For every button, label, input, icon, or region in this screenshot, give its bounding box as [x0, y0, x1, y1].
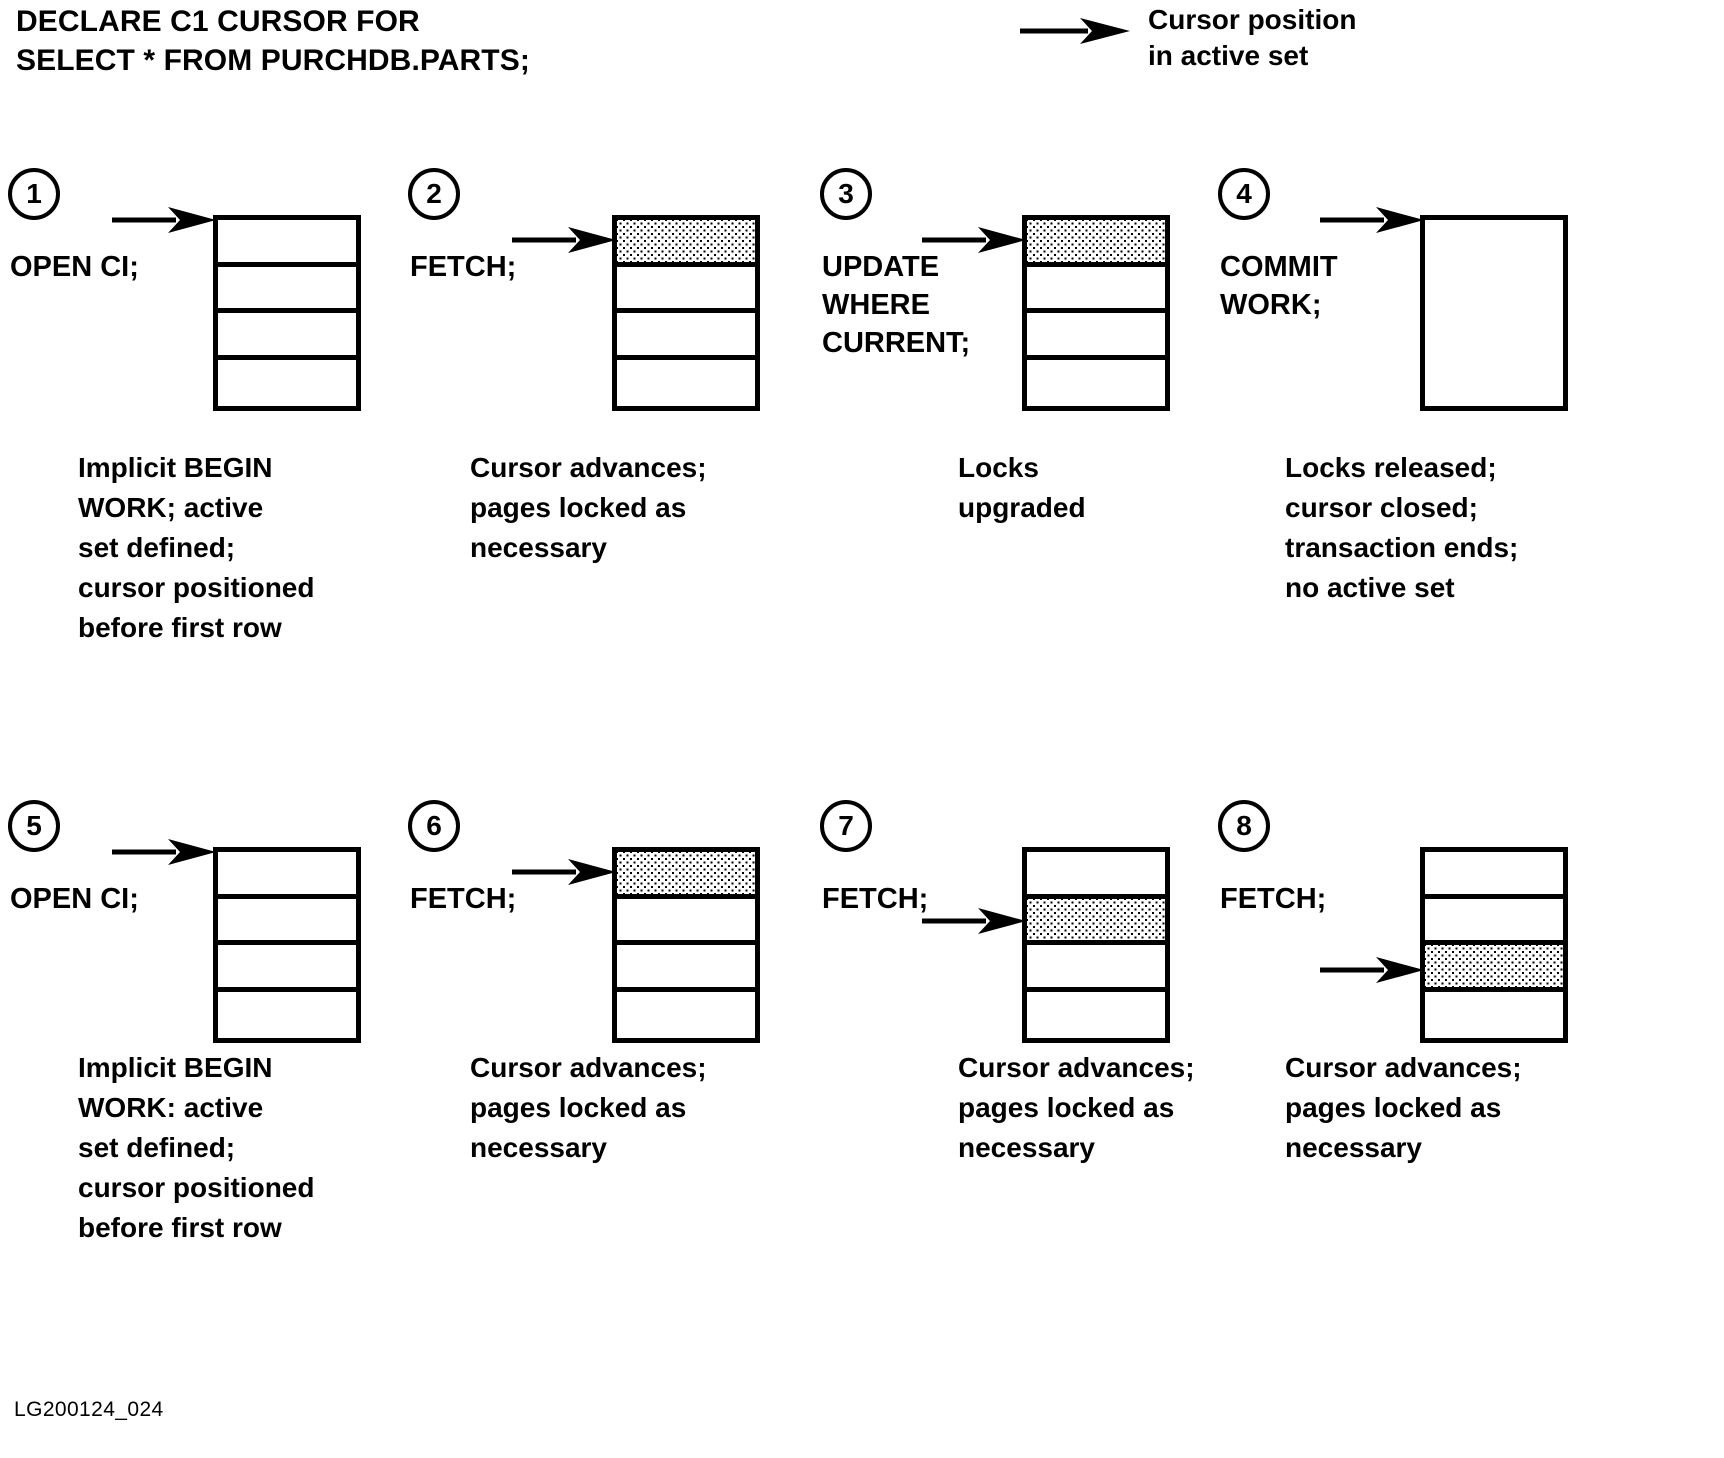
- step-number-badge-4: 4: [1218, 168, 1270, 220]
- step-caption-7: Cursor advances; pages locked as necessa…: [958, 1052, 1195, 1163]
- active-set-table-step-4: [1420, 215, 1568, 411]
- step-number-badge-1: 1: [8, 168, 60, 220]
- table-row: [218, 313, 356, 360]
- active-set-table-step-1: [213, 215, 361, 411]
- table-row: [617, 267, 755, 313]
- table-row: [218, 945, 356, 992]
- active-set-table-step-6: [612, 847, 760, 1043]
- legend: Cursor position in active set: [1020, 2, 1580, 92]
- table-row: [617, 313, 755, 360]
- step-caption-1: Implicit BEGIN WORK; active set defined;…: [78, 452, 315, 643]
- active-set-table-step-7: [1022, 847, 1170, 1043]
- table-row: [218, 992, 356, 1039]
- table-row: [1027, 852, 1165, 899]
- table-row: [218, 899, 356, 945]
- right-arrow-icon: [1020, 18, 1130, 44]
- step-number-badge-7: 7: [820, 800, 872, 852]
- step-caption-2: Cursor advances; pages locked as necessa…: [470, 452, 707, 563]
- cursor-arrow-step-4: [1320, 207, 1424, 233]
- table-row: [617, 992, 755, 1039]
- table-row: [1425, 313, 1563, 360]
- step-command-2: FETCH;: [410, 251, 517, 283]
- table-row: [617, 945, 755, 992]
- table-row: [218, 220, 356, 267]
- step-number-badge-2: 2: [408, 168, 460, 220]
- step-caption-3: Locks upgraded: [958, 452, 1086, 523]
- table-row: [218, 267, 356, 313]
- cursor-arrow-step-6: [512, 858, 616, 885]
- table-row: [1425, 852, 1563, 899]
- step-number-badge-3: 3: [820, 168, 872, 220]
- table-row: [1425, 899, 1563, 945]
- table-row: [1027, 945, 1165, 992]
- step-command-3: UPDATE WHERE CURRENT;: [822, 251, 971, 359]
- table-row-current: [1425, 945, 1563, 992]
- table-row: [1425, 220, 1563, 267]
- sql-declaration-text: DECLARE C1 CURSOR FOR SELECT * FROM PURC…: [16, 5, 530, 77]
- step-command-1: OPEN CI;: [10, 251, 139, 283]
- step-command-8: FETCH;: [1220, 883, 1327, 915]
- step-number-badge-6: 6: [408, 800, 460, 852]
- table-row: [1027, 360, 1165, 407]
- table-row: [1425, 360, 1563, 407]
- active-set-table-step-5: [213, 847, 361, 1043]
- step-command-7: FETCH;: [822, 883, 929, 915]
- step-caption-5: Implicit BEGIN WORK: active set defined;…: [78, 1052, 315, 1243]
- step-caption-8: Cursor advances; pages locked as necessa…: [1285, 1052, 1522, 1163]
- cursor-arrow-step-3: [922, 226, 1026, 253]
- figure-id-label: LG200124_024: [14, 1398, 164, 1421]
- table-row-current: [617, 220, 755, 267]
- table-row: [218, 852, 356, 899]
- step-command-4: COMMIT WORK;: [1220, 251, 1338, 321]
- table-row-current: [1027, 898, 1165, 945]
- step-number-badge-5: 5: [8, 800, 60, 852]
- step-caption-6: Cursor advances; pages locked as necessa…: [470, 1052, 707, 1163]
- table-row-current: [1027, 220, 1165, 267]
- table-row-current: [617, 852, 755, 899]
- table-row: [1027, 267, 1165, 313]
- table-row: [1425, 267, 1563, 314]
- cursor-arrow-step-7: [922, 907, 1026, 934]
- cursor-arrow-step-1: [112, 207, 216, 233]
- cursor-arrow-step-2: [512, 226, 616, 253]
- table-row: [218, 360, 356, 407]
- step-command-6: FETCH;: [410, 883, 517, 915]
- active-set-table-step-8: [1420, 847, 1568, 1043]
- table-row: [1027, 992, 1165, 1039]
- active-set-table-step-3: [1022, 215, 1170, 411]
- table-row: [1425, 992, 1563, 1039]
- table-row: [1027, 313, 1165, 360]
- cursor-arrow-step-5: [112, 839, 216, 865]
- cursor-arrow-step-8: [1320, 956, 1424, 983]
- step-number-badge-8: 8: [1218, 800, 1270, 852]
- active-set-table-step-2: [612, 215, 760, 411]
- table-row: [617, 360, 755, 407]
- step-caption-4: Locks released; cursor closed; transacti…: [1285, 452, 1519, 603]
- legend-label: Cursor position in active set: [1148, 4, 1357, 71]
- table-row: [617, 899, 755, 945]
- step-command-5: OPEN CI;: [10, 883, 139, 915]
